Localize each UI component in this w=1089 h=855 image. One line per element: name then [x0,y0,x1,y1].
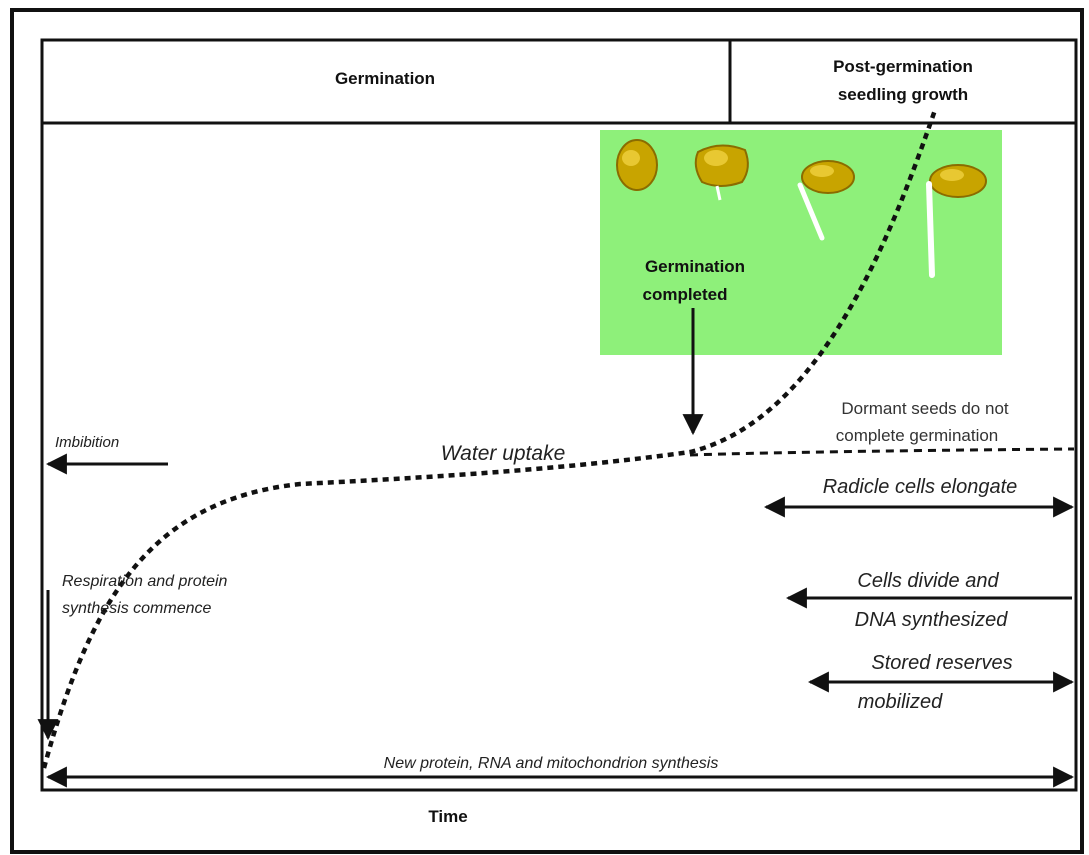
germination-completed-line1: Germination [645,257,745,276]
reserves-line1: Stored reserves [871,652,1012,674]
header-post-germination-line2: seedling growth [838,85,968,104]
seed-stage-3-icon [797,160,855,241]
reserves-line2: mobilized [858,691,943,713]
x-axis-label: Time [428,807,467,826]
seed-stage-4-icon [926,164,987,278]
water-uptake-curve [41,109,938,769]
respiration-line2: synthesis commence [62,600,211,617]
new-protein-label: New protein, RNA and mitochondrion synth… [384,755,719,772]
germination-completed-line2: completed [642,285,727,304]
dormant-seeds-line1: Dormant seeds do not [841,399,1009,418]
header-germination-label: Germination [335,69,435,88]
respiration-line1: Respiration and protein [62,573,228,590]
seed-stages-inset [600,130,1002,355]
radicle-label: Radicle cells elongate [823,476,1018,498]
seed-stage-1-icon [616,139,658,191]
water-uptake-label: Water uptake [441,442,566,465]
seed-stage-2-icon [694,144,749,201]
cells-divide-line1: Cells divide and [857,570,999,592]
cells-divide-line2: DNA synthesized [855,609,1009,631]
imbibition-label: Imbibition [55,434,119,451]
dormant-seeds-line2: complete germination [836,426,999,445]
header-post-germination-line1: Post-germination [833,57,973,76]
